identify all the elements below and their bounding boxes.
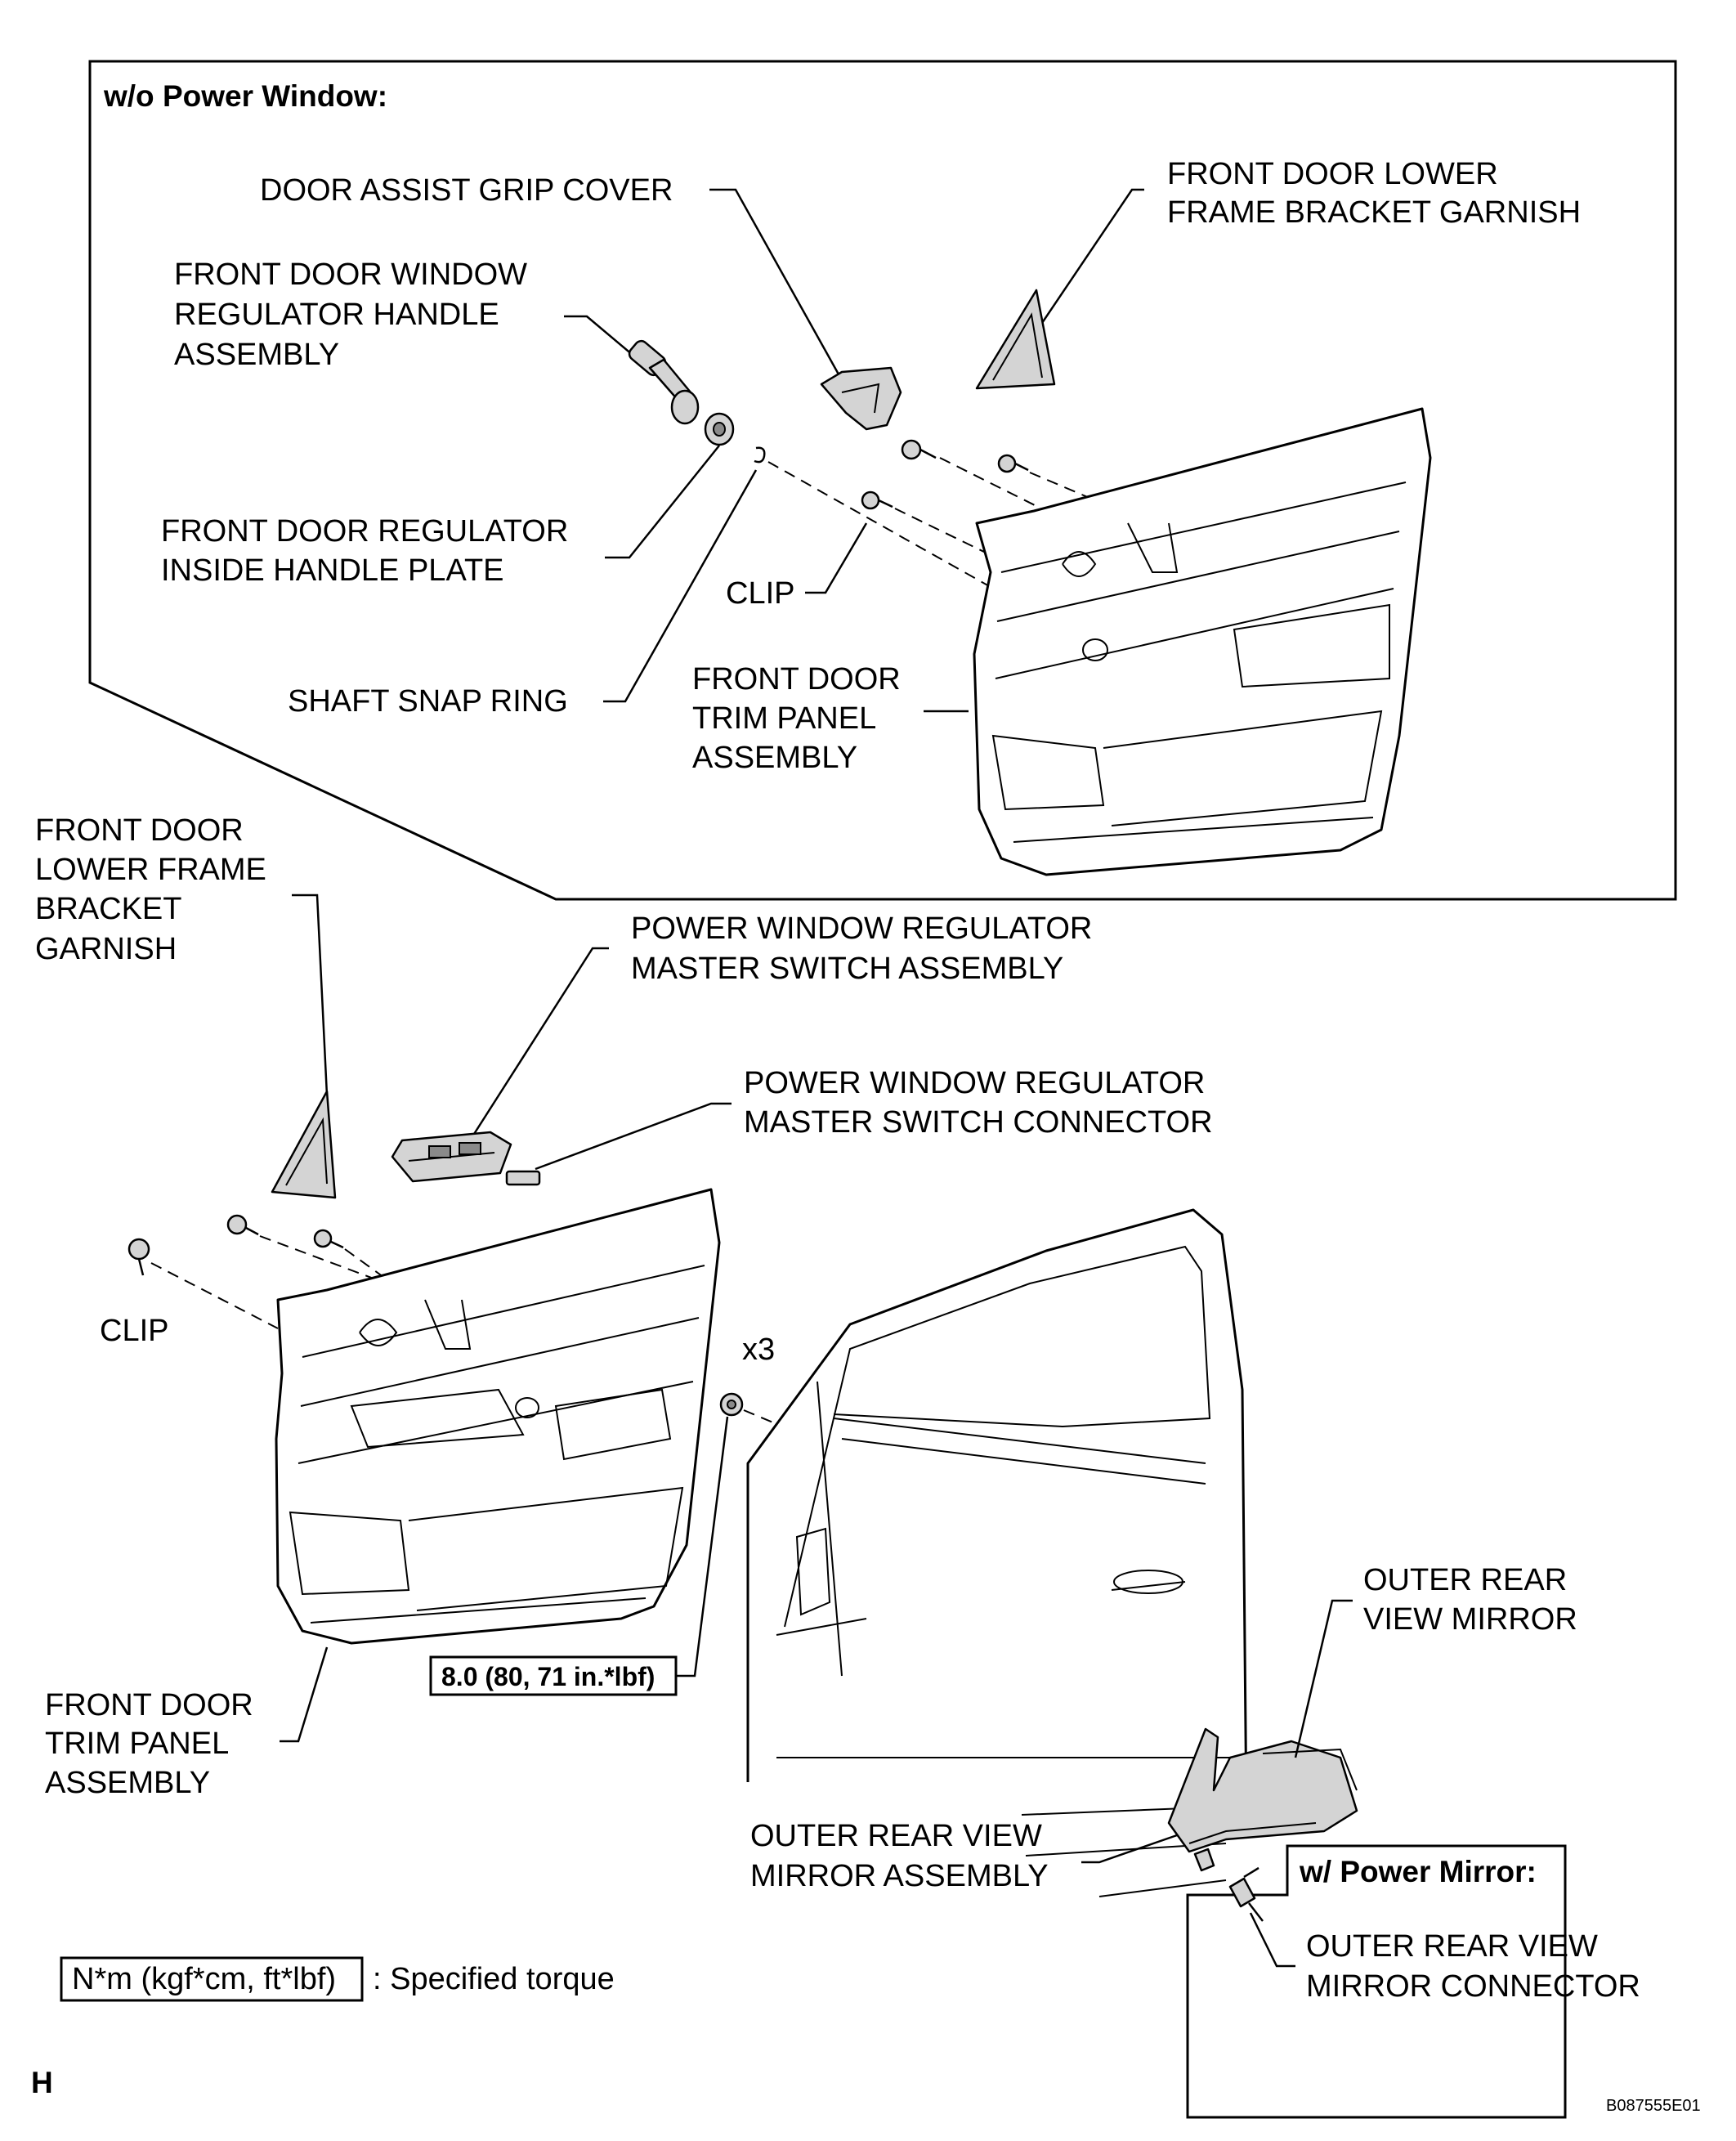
without-power-window-frame [88, 60, 1677, 901]
clip-upper-label: CLIP [726, 576, 794, 611]
lower-trim-panel-part [275, 1188, 721, 1645]
outer-rear-view-mirror-label-line1: OUTER REAR [1363, 1563, 1567, 1597]
door-assist-grip-cover-part [820, 366, 902, 431]
mirror-connector-label-line2: MIRROR CONNECTOR [1306, 1969, 1640, 2004]
door-assist-grip-cover-label: DOOR ASSIST GRIP COVER [260, 173, 673, 208]
inside-handle-plate-part [704, 412, 735, 446]
torque-value: 8.0 (80, 71 in.*lbf) [441, 1662, 655, 1691]
lower-trim-panel-label-line3: ASSEMBLY [45, 1766, 210, 1800]
master-switch-connector-label-line1: POWER WINDOW REGULATOR [744, 1066, 1205, 1100]
outer-rear-view-mirror-label-line2: VIEW MIRROR [1363, 1602, 1577, 1637]
mirror-connector-label-line1: OUTER REAR VIEW [1306, 1929, 1598, 1964]
shaft-snap-ring-label: SHAFT SNAP RING [288, 684, 568, 719]
with-power-mirror-frame [1186, 1844, 1567, 2119]
lower-clip-part-1 [128, 1238, 150, 1276]
lower-garnish-label-line4: GARNISH [35, 932, 177, 966]
quantity-label: x3 [742, 1333, 775, 1367]
upper-trim-panel-label-line1: FRONT DOOR [692, 662, 901, 696]
clip-lower-label: CLIP [100, 1314, 168, 1348]
mirror-nut-part [719, 1392, 744, 1417]
handle-plate-label-line1: FRONT DOOR REGULATOR [161, 514, 568, 549]
lower-garnish-label-line1: FRONT DOOR [35, 813, 244, 848]
window-handle-label-line1: FRONT DOOR WINDOW [174, 258, 527, 292]
master-switch-assembly-label-line2: MASTER SWITCH ASSEMBLY [631, 952, 1063, 986]
legend-description: : Specified torque [373, 1962, 615, 1996]
legend-box [60, 1956, 364, 2002]
mirror-connector-part [1228, 1866, 1264, 1922]
legend-box-text: N*m (kgf*cm, ft*lbf) [72, 1962, 336, 1996]
lower-lower-frame-bracket-garnish-part [271, 1090, 337, 1199]
master-switch-connector-part [505, 1170, 541, 1186]
lower-clip-part-3 [313, 1229, 344, 1249]
torque-box [429, 1655, 678, 1696]
outer-rear-view-mirror-part [1167, 1727, 1358, 1853]
front-door-body-part [746, 1208, 1248, 1897]
lower-garnish-label-line3: BRACKET [35, 892, 181, 926]
lower-clip-part-2 [226, 1214, 259, 1236]
upper-garnish-label-line1: FRONT DOOR LOWER [1167, 157, 1498, 191]
without-power-window-title: w/o Power Window: [103, 79, 387, 113]
upper-garnish-label-line2: FRAME BRACKET GARNISH [1167, 195, 1581, 230]
upper-lower-frame-bracket-garnish-part [975, 289, 1056, 390]
window-regulator-handle-part [628, 339, 700, 425]
mirror-assembly-label-line2: MIRROR ASSEMBLY [750, 1859, 1049, 1893]
upper-trim-panel-part [973, 407, 1432, 876]
lower-garnish-label-line2: LOWER FRAME [35, 853, 266, 887]
mirror-connector-part-upper [1193, 1848, 1215, 1872]
upper-clip-part-1 [901, 439, 937, 460]
master-switch-assembly-part [391, 1131, 512, 1183]
mirror-assembly-label-line1: OUTER REAR VIEW [750, 1819, 1042, 1853]
handle-plate-label-line2: INSIDE HANDLE PLATE [161, 553, 504, 588]
upper-clip-part-2 [997, 454, 1029, 473]
figure-code: B087555E01 [1606, 2097, 1701, 2115]
master-switch-assembly-label-line1: POWER WINDOW REGULATOR [631, 911, 1092, 946]
with-power-mirror-title: w/ Power Mirror: [1299, 1855, 1537, 1888]
shaft-snap-ring-part [754, 446, 766, 464]
window-handle-label-line2: REGULATOR HANDLE [174, 298, 499, 332]
master-switch-connector-label-line2: MASTER SWITCH CONNECTOR [744, 1105, 1213, 1140]
upper-trim-panel-label-line3: ASSEMBLY [692, 741, 857, 775]
window-handle-label-line3: ASSEMBLY [174, 338, 339, 372]
upper-trim-panel-label-line2: TRIM PANEL [692, 701, 876, 736]
upper-clip-part-3 [861, 490, 893, 510]
page-letter: H [31, 2066, 53, 2099]
lower-trim-panel-label-line1: FRONT DOOR [45, 1688, 253, 1722]
lower-trim-panel-label-line2: TRIM PANEL [45, 1727, 229, 1761]
